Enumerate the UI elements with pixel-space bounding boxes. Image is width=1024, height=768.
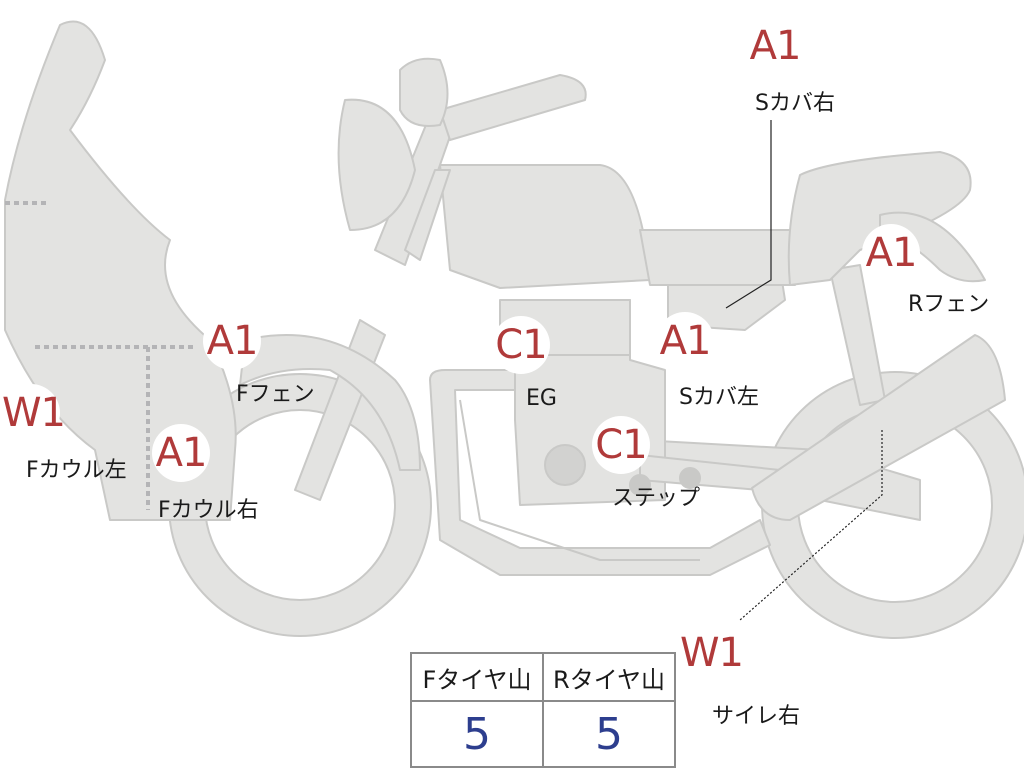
headlight: [337, 98, 416, 231]
front-tire-header: Fタイヤ山: [410, 652, 544, 702]
f-cowl-right-grade: A1: [152, 424, 210, 482]
s-cover-right-label: Sカバ右: [755, 91, 835, 116]
r-fender-label: Rフェン: [908, 292, 990, 317]
handlebar: [439, 74, 587, 141]
f-fender-label: Fフェン: [236, 382, 315, 407]
step-grade: C1: [592, 416, 650, 474]
f-cowl-left-grade: W1: [2, 384, 66, 442]
f-cowl-left-label: Fカウル左: [26, 458, 127, 483]
rear-tire-value: 5: [542, 700, 676, 768]
front-fender: [239, 334, 421, 471]
s-cover-right-grade: A1: [746, 17, 804, 75]
s-cover-left-label: Sカバ左: [679, 385, 759, 410]
f-cowl-right-label: Fカウル右: [158, 498, 259, 523]
r-fender-grade: A1: [862, 224, 920, 282]
leader-silencer: [739, 430, 883, 621]
rear-tire-header: Rタイヤ山: [542, 652, 676, 702]
step-label: ステップ: [612, 486, 701, 511]
muffler: [751, 334, 1006, 521]
f-fender-grade: A1: [203, 312, 261, 370]
fuel-tank: [439, 164, 651, 289]
silencer-right-label: サイレ右: [712, 704, 801, 729]
table-row: 5 5: [410, 700, 676, 768]
s-cover-left-grade: A1: [656, 312, 714, 370]
engine-grade: C1: [492, 316, 550, 374]
silencer-right-grade: W1: [680, 624, 744, 682]
leader-s-cover-right: [725, 120, 772, 309]
seat-base: [639, 229, 796, 286]
tire-tread-table: Fタイヤ山 Rタイヤ山 5 5: [410, 652, 676, 768]
front-tire-value: 5: [410, 700, 544, 768]
table-header-row: Fタイヤ山 Rタイヤ山: [410, 652, 676, 702]
engine-label: EG: [526, 386, 557, 411]
